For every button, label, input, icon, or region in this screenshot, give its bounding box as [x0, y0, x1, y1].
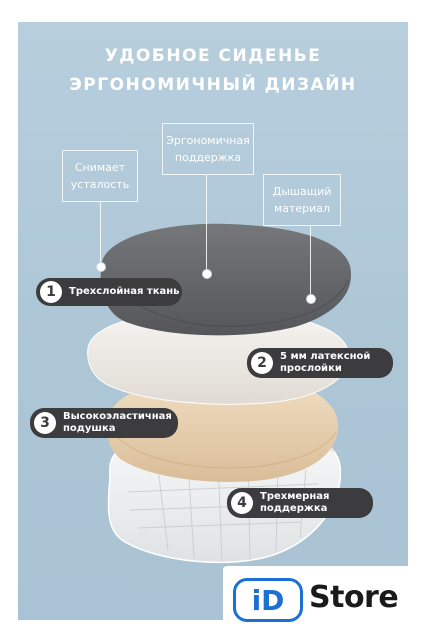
- layer-number-1: 1: [40, 281, 62, 303]
- logo-wordmark: Store: [309, 580, 399, 615]
- layer-number-3: 3: [34, 412, 56, 434]
- layer-text-4: Трехмерная поддержка: [260, 491, 330, 514]
- leader-breathable: [310, 226, 311, 296]
- layer-label-2: 2 5 мм латексной прослойки: [247, 348, 393, 378]
- headline-line-1: УДОБНОЕ СИДЕНЬЕ: [104, 46, 322, 66]
- callout-breathable: Дышащий материал: [263, 174, 341, 226]
- store-logo: iD Store: [223, 566, 413, 632]
- layer-text-2: 5 мм латексной прослойки: [280, 351, 371, 374]
- layer-label-4: 4 Трехмерная поддержка: [227, 488, 373, 518]
- layer-text-3: Высокоэластичная подушка: [63, 411, 172, 434]
- leader-fatigue: [100, 202, 101, 264]
- layer-number-4: 4: [231, 492, 253, 514]
- dot-breathable: [306, 294, 316, 304]
- layer-fabric-top: [100, 223, 352, 336]
- dot-fatigue: [96, 262, 106, 272]
- callout-support: Эргономичная поддержка: [162, 123, 254, 175]
- layer-label-1: 1 Трехслойная ткань: [36, 278, 182, 306]
- leader-support: [206, 175, 207, 271]
- callout-fatigue: Снимает усталость: [62, 150, 138, 202]
- product-banner: УДОБНОЕ СИДЕНЬЕ ЭРГОНОМИЧНЫЙ ДИЗАЙН Сним…: [18, 22, 408, 620]
- cushion-layers-illustration: [87, 223, 352, 564]
- logo-mark: iD: [233, 578, 303, 622]
- layer-label-3: 3 Высокоэластичная подушка: [30, 408, 178, 438]
- layer-text-1: Трехслойная ткань: [69, 286, 180, 297]
- layer-number-2: 2: [251, 352, 273, 374]
- headline-line-2: ЭРГОНОМИЧНЫЙ ДИЗАЙН: [69, 75, 357, 95]
- dot-support: [202, 269, 212, 279]
